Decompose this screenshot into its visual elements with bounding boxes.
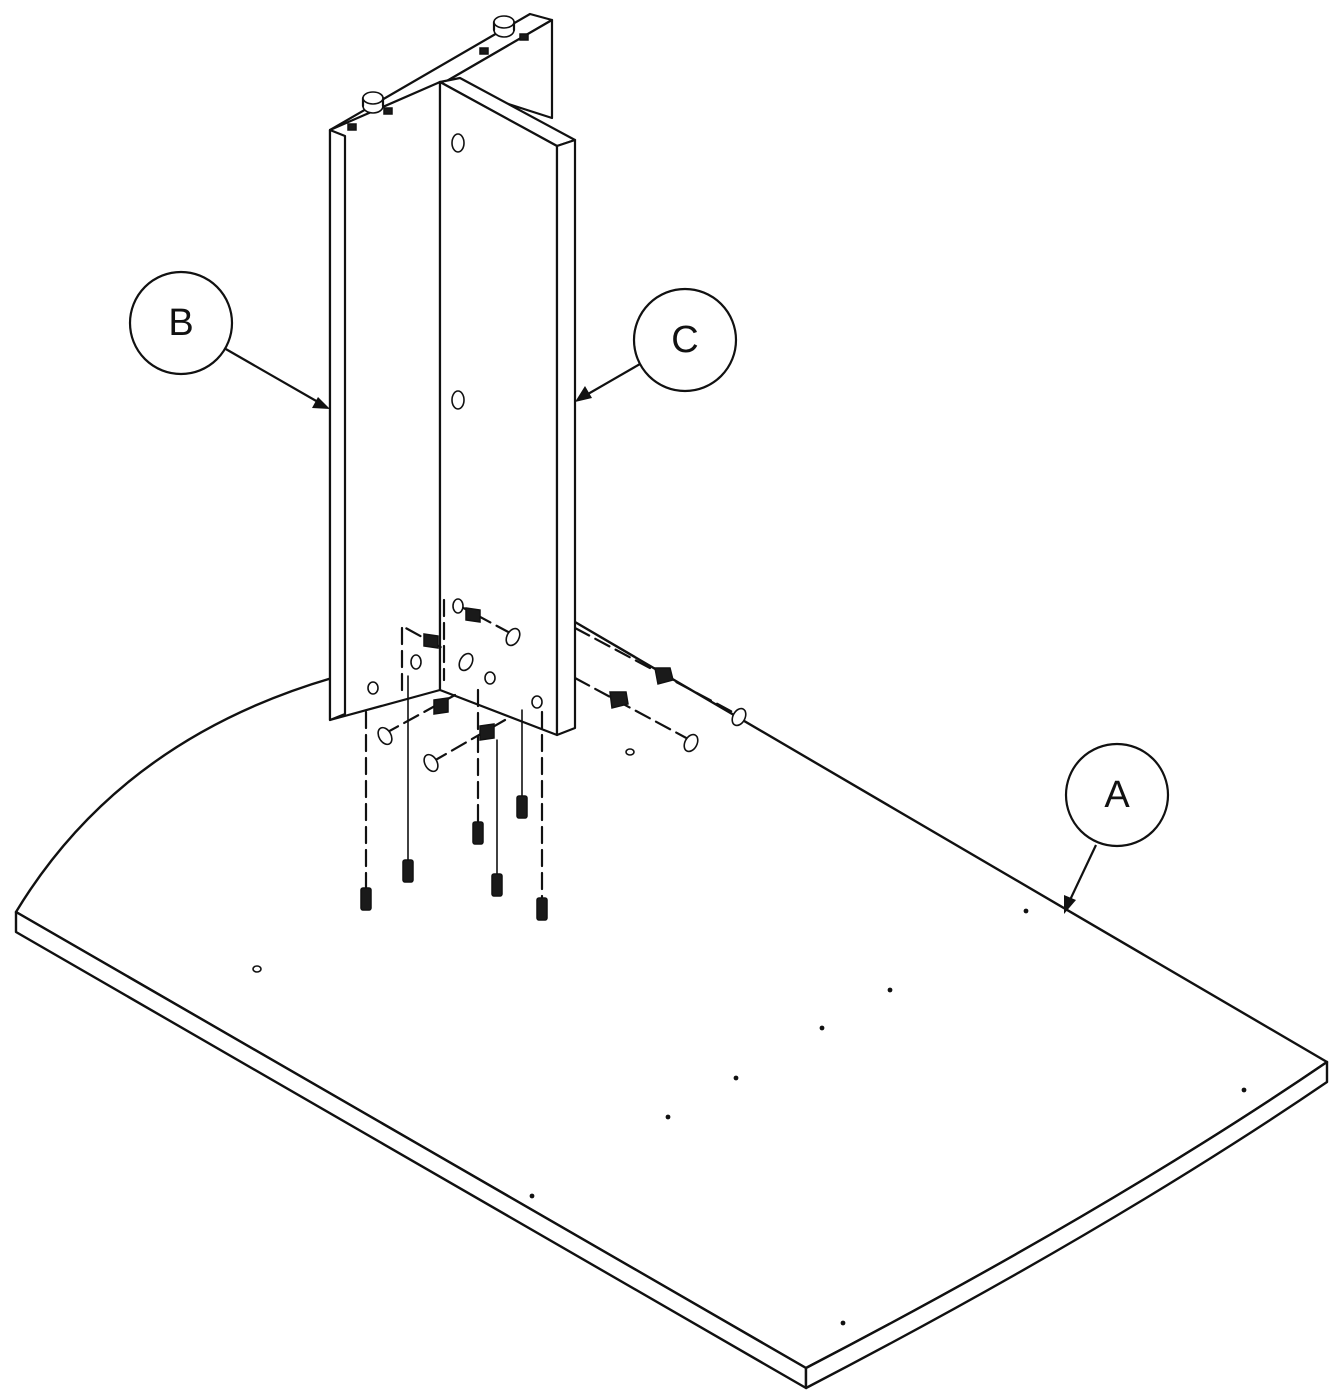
- screw: [536, 897, 548, 921]
- board-a-hole: [840, 1320, 846, 1326]
- callout-c-circle: [632, 287, 738, 393]
- screw: [491, 873, 503, 897]
- dowel-head: [731, 707, 747, 727]
- callout-c: C: [575, 287, 738, 402]
- screw: [516, 795, 528, 819]
- dowel-guide-line: [573, 676, 692, 742]
- panel-hole: [367, 681, 379, 695]
- callout-c-label: C: [671, 319, 698, 361]
- board-a-hole: [1241, 1087, 1247, 1093]
- callout-a-circle: [1064, 742, 1170, 848]
- board-a-hole: [665, 1114, 671, 1120]
- board-c-side-edge: [555, 138, 577, 737]
- board-a-hole: [529, 1193, 535, 1199]
- cam-lock-fitting: [609, 691, 629, 709]
- board-a-hole: [819, 1025, 825, 1031]
- screw: [360, 887, 372, 911]
- panel-hole: [458, 652, 474, 672]
- panel-hole: [452, 598, 464, 614]
- board-a-top-face: [14, 620, 1329, 1370]
- callout-a-label: A: [1104, 774, 1130, 816]
- board-c-hole: [451, 133, 465, 153]
- dowel-head: [683, 733, 699, 753]
- panel-hole: [410, 654, 422, 670]
- callout-a: A: [1064, 742, 1170, 914]
- callout-b: B: [128, 270, 330, 409]
- screw: [402, 859, 414, 883]
- dowel-head: [377, 726, 393, 746]
- callout-b-label: B: [168, 302, 193, 344]
- board-c-hole: [451, 390, 465, 410]
- board-a-hole: [1023, 908, 1029, 914]
- board-b: [328, 12, 554, 722]
- panel-hole: [484, 671, 496, 685]
- cam-lock-fitting: [423, 633, 439, 649]
- board-a-right-edge: [804, 1060, 1329, 1390]
- screw: [472, 821, 484, 845]
- cam-lock-fitting: [479, 723, 495, 741]
- front-hardware: [360, 598, 548, 921]
- callout-b-circle: [128, 270, 234, 376]
- cam-lock-fitting: [433, 697, 449, 715]
- board-a-hole: [733, 1075, 739, 1081]
- cam-lock-fitting: [654, 667, 674, 685]
- cam-lock-fitting: [465, 607, 481, 623]
- board-a-hole: [252, 965, 262, 973]
- board-a-hole: [625, 748, 635, 756]
- panel-hole: [531, 695, 543, 709]
- board-b-side-edge: [328, 128, 347, 722]
- dowel-guide-line: [382, 693, 457, 736]
- rear-hardware: [573, 626, 747, 753]
- dowel-head: [423, 753, 439, 773]
- board-a-hole: [887, 987, 893, 993]
- board-a: [14, 620, 1329, 1390]
- board-c: [438, 76, 577, 737]
- dowel-head: [505, 627, 521, 647]
- cam-lock-top: [347, 91, 393, 131]
- cam-lock-top: [479, 15, 529, 55]
- board-b-front-face: [328, 80, 442, 722]
